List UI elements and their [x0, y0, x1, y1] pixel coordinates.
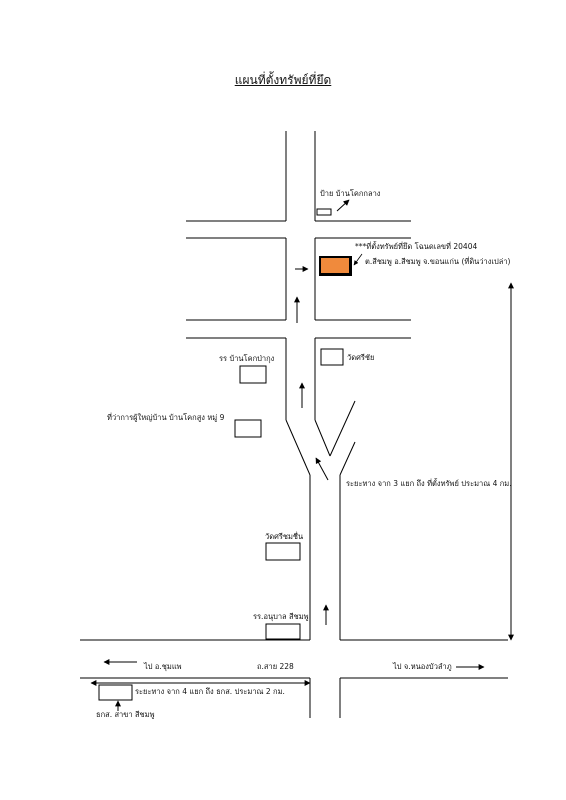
school-khokpakung-label: รร บ้านโคกป่ากุง — [219, 354, 275, 363]
road-edge — [285, 419, 311, 476]
sign-village-label: ป้าย บ้านโคกกลาง — [320, 189, 381, 198]
wat-sisaengchai-label: วัดศรีชัย — [347, 353, 375, 362]
pointer-arrow — [353, 253, 363, 266]
property-label-line1: ***ที่ตั้งทรัพย์ที่ยึด โฉนดเลขที่ 20404 — [355, 242, 478, 251]
property-label-line2: ต.สีชมพู อ.สีชมพู จ.ขอนแก่น (ที่ดินว่างเ… — [365, 257, 511, 266]
highway-228-label: ถ.สาย 228 — [257, 662, 294, 671]
wat2-box — [265, 542, 301, 561]
arrow — [336, 199, 350, 212]
to-chumphae-label: ไป อ.ชุมแพ — [144, 662, 182, 671]
map-title: แผนที่ตั้งทรัพย์ที่ยึด — [234, 73, 332, 87]
office-box — [234, 419, 262, 438]
sign-box — [316, 208, 332, 216]
wat-sichomchuen-label: วัดศรีชมชื่น — [265, 532, 304, 541]
distance-4junction-label: ระยะทาง จาก 4 แยก ถึง ธกส. ประมาณ 2 กม. — [135, 687, 285, 696]
village-head-office-label: ที่ว่าการผู้ใหญ่บ้าน บ้านโคกสูง หมู่ 9 — [107, 413, 225, 422]
baac-branch-label: ธกส. สาขา สีชมพู — [96, 710, 155, 719]
baac-box — [98, 684, 133, 701]
road-edge — [314, 419, 331, 457]
distance-3junction-label: ระยะทาง จาก 3 แยก ถึง ที่ตั้งทรัพย์ ประม… — [346, 479, 512, 488]
kindergarten-label: รร.อนุบาล สีชมพู — [253, 612, 309, 621]
wat-box — [320, 348, 344, 366]
to-nongbualamphu-label: ไป จ.หนองบัวลำภู — [393, 662, 452, 671]
kindergarten-box — [265, 623, 301, 640]
property-fill — [321, 258, 349, 273]
road-edge — [339, 441, 356, 476]
road-edge — [329, 400, 356, 457]
school-box — [239, 365, 267, 384]
arrow — [315, 457, 329, 481]
